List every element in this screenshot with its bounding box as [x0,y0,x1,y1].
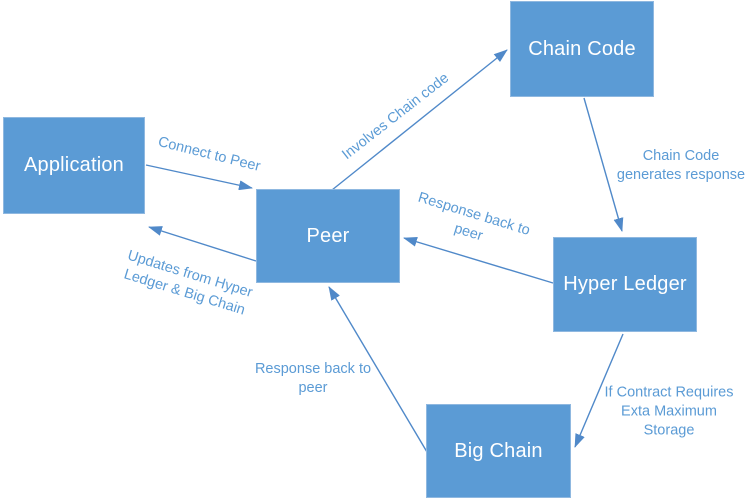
edge-arrow-response-back-to-peer-lower [328,286,428,453]
edge-arrow-connect-to-peer [145,164,253,191]
node-big-chain: Big Chain [426,404,571,498]
edge-label-line: If Contract Requires [604,384,734,401]
edge-label-response-back-to-peer-lower: Response back to peer [255,360,371,398]
edge-label-line: generates response [616,167,746,183]
node-label: Chain Code [528,37,636,60]
edge-arrow-involves-chain-code [331,49,508,191]
edge-label-line: Exta Maximum [621,403,717,420]
edge-label-line: Storage [643,422,695,439]
node-label: Application [23,154,125,176]
edge-label-line: peer [298,380,328,396]
edge-arrow-if-contract-requires-storage [574,333,624,448]
edge-arrow-response-back-to-peer-upper [403,236,554,284]
node-hyper-ledger: Hyper Ledger [553,237,697,332]
edge-label-chain-code-generates-response: Chain Code generates response [617,147,745,185]
node-label: Hyper Ledger [563,273,687,295]
edge-arrow-chain-code-generates-response [583,97,624,232]
node-peer: Peer [256,189,400,283]
node-label: Peer [306,224,350,247]
node-chain-code: Chain Code [510,1,654,97]
node-application: Application [3,117,145,214]
edge-label-line: Chain Code [642,147,720,164]
edge-label-line: Response back to [254,360,372,377]
edge-arrow-updates-from-hyper-ledger-big-chain [148,226,257,262]
node-label: Big Chain [454,439,543,462]
